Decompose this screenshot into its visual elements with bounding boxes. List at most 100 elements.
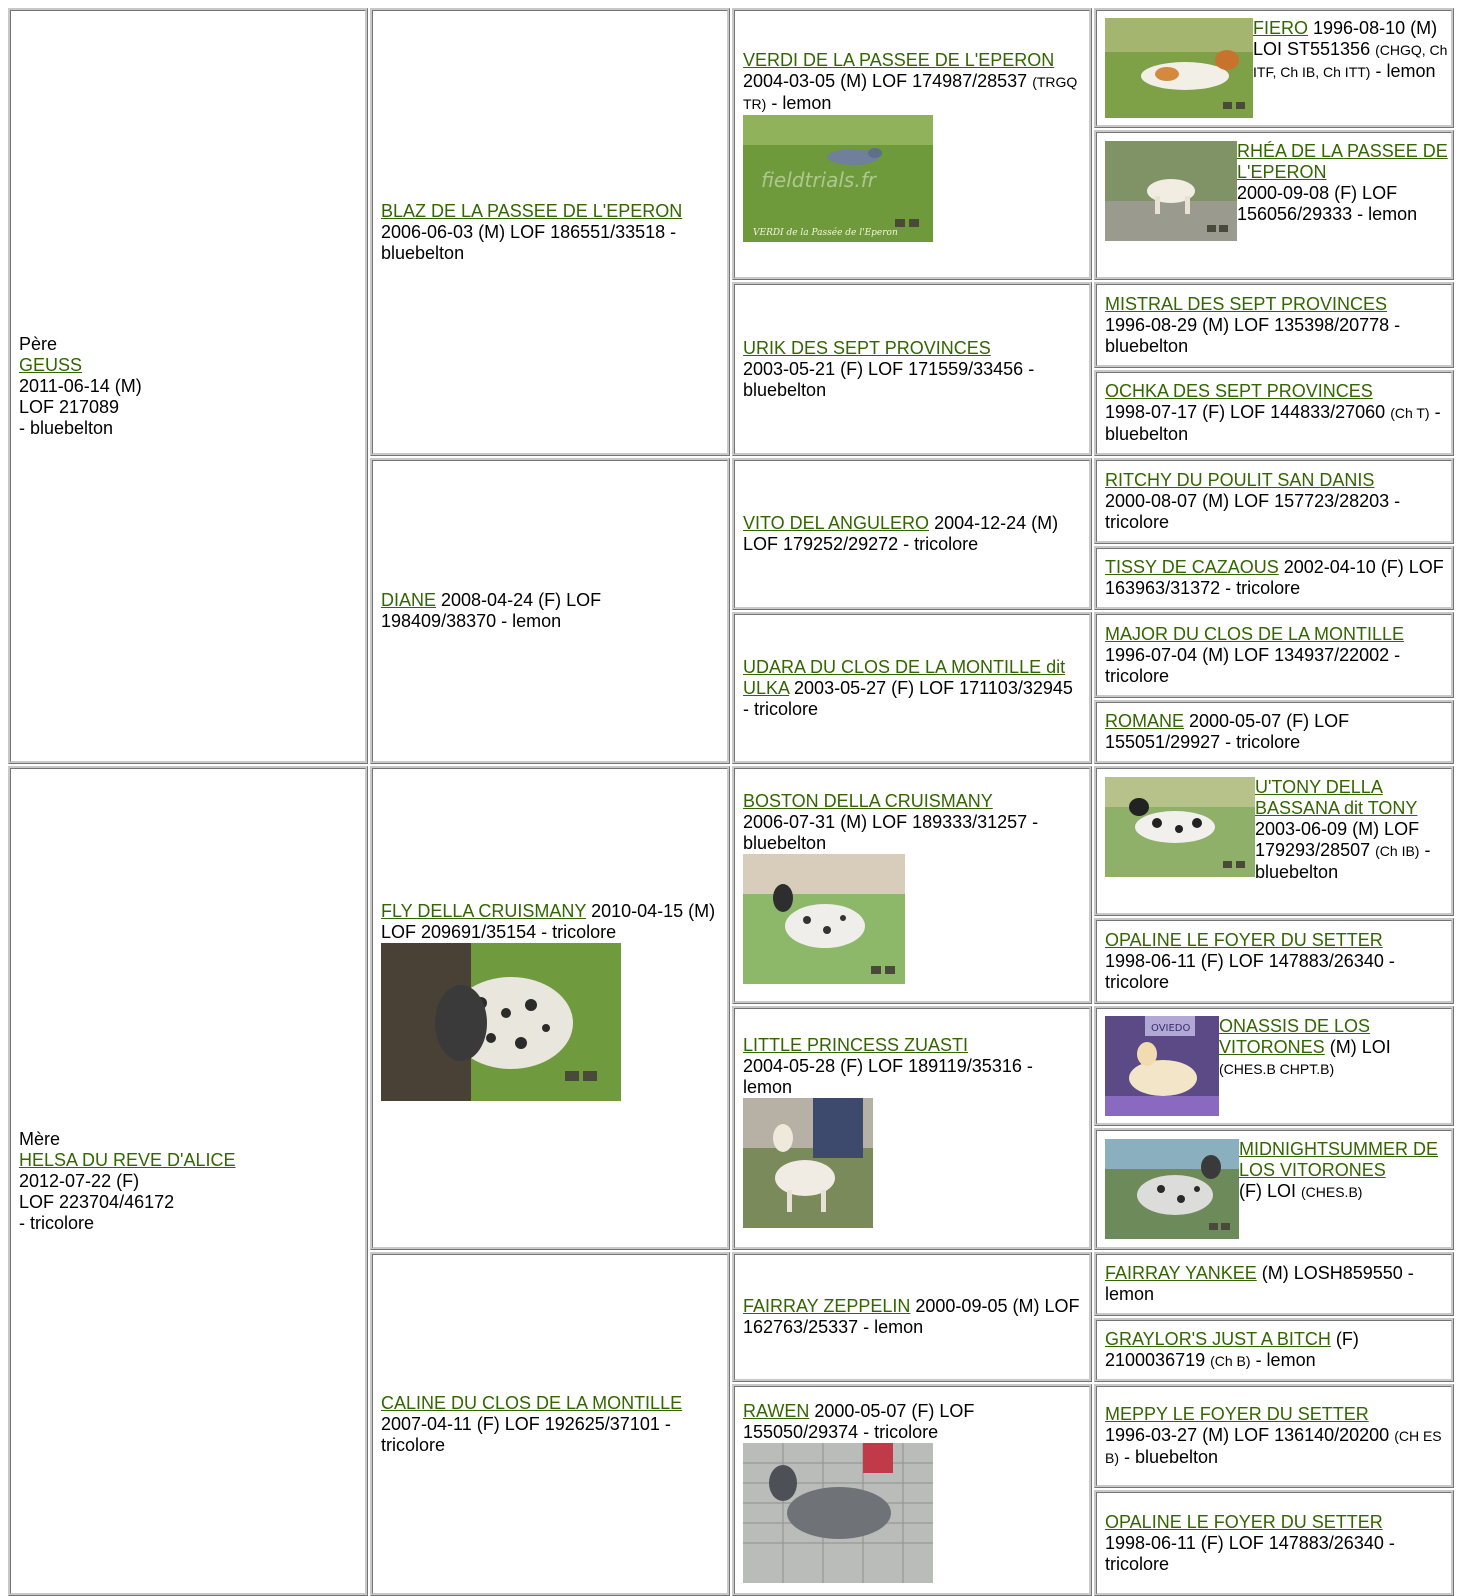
ds-father-name-link[interactable]: BOSTON DELLA CRUISMANY	[743, 791, 993, 811]
ssd-mother-cell: OCHKA DES SEPT PROVINCES 1998-07-17 (F) …	[1094, 370, 1454, 456]
sd-father-name-link[interactable]: VITO DEL ANGULERO	[743, 513, 930, 533]
dsd-mother-title: (CHES.B)	[1301, 1184, 1363, 1200]
dam-mother-name-link[interactable]: CALINE DU CLOS DE LA MONTILLE	[381, 1392, 683, 1413]
dd-mother-name-link[interactable]: RAWEN	[743, 1401, 810, 1421]
ssd-mother-title: (Ch T)	[1390, 405, 1430, 421]
ss-father-photo-caption: VERDI de la Passée de l'Eperon	[753, 227, 898, 238]
sdd-father-name-link[interactable]: MAJOR DU CLOS DE LA MONTILLE	[1105, 623, 1405, 644]
sire-cell: Père GEUSS 2011-06-14 (M) LOF 217089 - b…	[8, 8, 368, 764]
sds-father-name-link[interactable]: RITCHY DU POULIT SAN DANIS	[1105, 469, 1375, 490]
dsd-mother-info: (F) LOI	[1239, 1181, 1301, 1201]
sd-father-info: 2004-12-24 (M) LOF 179252/29272 - tricol…	[743, 513, 1059, 554]
dd-mother-photo[interactable]	[743, 1443, 933, 1583]
ss-father-photo[interactable]: fieldtrials.fr VERDI de la Passée de l'E…	[743, 115, 933, 242]
dam-father-photo[interactable]	[381, 943, 621, 1101]
sss-father-color: - lemon	[1370, 61, 1436, 81]
dss-father-color: - bluebelton	[1255, 840, 1431, 882]
dds-father-name-link[interactable]: FAIRRAY YANKEE	[1105, 1263, 1257, 1283]
dsd-mother-name-link[interactable]: MIDNIGHTSUMMER DE LOS VITORONES	[1239, 1139, 1438, 1180]
sds-mother-info: 2002-04-10 (F) LOF 163963/31372 - tricol…	[1105, 557, 1444, 598]
dam-father-info: 2010-04-15 (M) LOF 209691/35154 - tricol…	[381, 901, 716, 942]
dss-mother-cell: OPALINE LE FOYER DU SETTER 1998-06-11 (F…	[1094, 918, 1454, 1004]
ssd-father-name-link[interactable]: MISTRAL DES SEPT PROVINCES	[1105, 293, 1388, 314]
sss-father-name-link[interactable]: FIERO	[1253, 18, 1309, 38]
sire-role-label: Père	[19, 333, 58, 354]
ds-mother-name-link[interactable]: LITTLE PRINCESS ZUASTI	[743, 1035, 969, 1055]
sds-father-info: 2000-08-07 (M) LOF 157723/28203 - tricol…	[1105, 490, 1401, 532]
sss-father-info: 1996-08-10 (M) LOI ST551356	[1253, 18, 1438, 59]
dsd-father-title: (CHES.B CHPT.B)	[1219, 1061, 1335, 1077]
dam-father-name-link[interactable]: FLY DELLA CRUISMANY	[381, 901, 587, 921]
dam-role-label: Mère	[19, 1128, 61, 1149]
sire-color: - bluebelton	[19, 417, 114, 438]
dam-registry: LOF 223704/46172	[19, 1191, 175, 1212]
ss-mother-cell: URIK DES SEPT PROVINCES 2003-05-21 (F) L…	[732, 282, 1092, 456]
dds-mother-color: - lemon	[1250, 1349, 1316, 1370]
dsd-mother-cell: MIDNIGHTSUMMER DE LOS VITORONES (F) LOI …	[1094, 1128, 1454, 1250]
dss-father-photo[interactable]	[1105, 777, 1255, 877]
sss-mother-name-link[interactable]: RHÉA DE LA PASSEE DE L'EPERON	[1237, 141, 1448, 182]
ddd-father-color: - bluebelton	[1119, 1446, 1219, 1467]
dam-mother-info: 2007-04-11 (F) LOF 192625/37101 - tricol…	[381, 1413, 671, 1455]
sdd-mother-name-link[interactable]: ROMANE	[1105, 711, 1185, 731]
ds-mother-cell: LITTLE PRINCESS ZUASTI 2004-05-28 (F) LO…	[732, 1006, 1092, 1250]
sire-mother-info: 2008-04-24 (F) LOF 198409/38370 - lemon	[381, 590, 602, 631]
sss-mother-info: 2000-09-08 (F) LOF 156056/29333 - lemon	[1237, 183, 1418, 224]
ss-father-name-link[interactable]: VERDI DE LA PASSEE DE L'EPERON	[743, 50, 1055, 70]
ss-mother-name-link[interactable]: URIK DES SEPT PROVINCES	[743, 337, 991, 358]
dd-mother-info: 2000-05-07 (F) LOF 155050/29374 - tricol…	[743, 1401, 975, 1442]
sdd-mother-cell: ROMANE 2000-05-07 (F) LOF 155051/29927 -…	[1094, 700, 1454, 764]
dsd-father-name-link[interactable]: ONASSIS DE LOS VITORONES	[1219, 1016, 1371, 1057]
dam-name-link[interactable]: HELSA DU REVE D'ALICE	[19, 1149, 236, 1170]
sdd-father-cell: MAJOR DU CLOS DE LA MONTILLE 1996-07-04 …	[1094, 612, 1454, 698]
ds-father-cell: BOSTON DELLA CRUISMANY 2006-07-31 (M) LO…	[732, 766, 1092, 1004]
ddd-father-info: 1996-03-27 (M) LOF 136140/20200	[1105, 1424, 1395, 1445]
dam-father-cell: FLY DELLA CRUISMANY 2010-04-15 (M) LOF 2…	[370, 766, 730, 1250]
ddd-father-name-link[interactable]: MEPPY LE FOYER DU SETTER	[1105, 1403, 1369, 1424]
ddd-father-cell: MEPPY LE FOYER DU SETTER 1996-03-27 (M) …	[1094, 1384, 1454, 1488]
sss-father-title: (CHGQ, Ch ITF, Ch IB, Ch ITT)	[1253, 42, 1448, 80]
sd-mother-info: 2003-05-27 (F) LOF 171103/32945 - tricol…	[743, 677, 1073, 719]
sire-father-name-link[interactable]: BLAZ DE LA PASSEE DE L'EPERON	[381, 200, 683, 221]
dds-mother-name-link[interactable]: GRAYLOR'S JUST A BITCH	[1105, 1328, 1331, 1349]
dss-father-name-link[interactable]: U'TONY DELLA BASSANA dit TONY	[1255, 777, 1418, 818]
ddd-mother-info: 1998-06-11 (F) LOF 147883/26340 - tricol…	[1105, 1532, 1395, 1574]
sss-father-photo[interactable]	[1105, 18, 1253, 118]
sds-mother-name-link[interactable]: TISSY DE CAZAOUS	[1105, 557, 1279, 577]
ss-mother-info: 2003-05-21 (F) LOF 171559/33456 - bluebe…	[743, 358, 1035, 400]
sd-mother-cell: UDARA DU CLOS DE LA MONTILLE dit ULKA 20…	[732, 612, 1092, 764]
sd-mother-name-link[interactable]: UDARA DU CLOS DE LA MONTILLE dit ULKA	[743, 656, 1066, 698]
ss-father-info: 2004-03-05 (M) LOF 174987/28537	[743, 71, 1033, 91]
sss-mother-cell: RHÉA DE LA PASSEE DE L'EPERON 2000-09-08…	[1094, 130, 1454, 280]
dsd-father-photo-text: OVIEDO	[1151, 1023, 1191, 1034]
ddd-mother-cell: OPALINE LE FOYER DU SETTER 1998-06-11 (F…	[1094, 1490, 1454, 1596]
sire-mother-name-link[interactable]: DIANE	[381, 590, 437, 610]
dd-mother-cell: RAWEN 2000-05-07 (F) LOF 155050/29374 - …	[732, 1384, 1092, 1596]
ssd-father-info: 1996-08-29 (M) LOF 135398/20778 - bluebe…	[1105, 314, 1401, 356]
ss-father-cell: VERDI DE LA PASSEE DE L'EPERON 2004-03-0…	[732, 8, 1092, 280]
dd-father-name-link[interactable]: FAIRRAY ZEPPELIN	[743, 1296, 911, 1316]
dam-mother-cell: CALINE DU CLOS DE LA MONTILLE 2007-04-11…	[370, 1252, 730, 1596]
sire-birth: 2011-06-14 (M)	[19, 375, 142, 396]
dss-mother-name-link[interactable]: OPALINE LE FOYER DU SETTER	[1105, 929, 1383, 950]
sire-name-link[interactable]: GEUSS	[19, 354, 83, 375]
sire-registry: LOF 217089	[19, 396, 120, 417]
dds-father-info: (M) LOSH859550 - lemon	[1105, 1263, 1414, 1304]
dsd-father-cell: OVIEDO ONASSIS DE LOS VITORONES (M) LOI …	[1094, 1006, 1454, 1126]
sss-mother-photo[interactable]	[1105, 141, 1237, 241]
ds-father-photo[interactable]	[743, 854, 905, 984]
sss-father-cell: FIERO 1996-08-10 (M) LOI ST551356 (CHGQ,…	[1094, 8, 1454, 128]
dsd-mother-photo[interactable]	[1105, 1139, 1239, 1239]
dss-mother-info: 1998-06-11 (F) LOF 147883/26340 - tricol…	[1105, 950, 1395, 992]
dsd-father-photo[interactable]: OVIEDO	[1105, 1016, 1219, 1116]
dd-father-cell: FAIRRAY ZEPPELIN 2000-09-05 (M) LOF 1627…	[732, 1252, 1092, 1382]
sire-father-info: 2006-06-03 (M) LOF 186551/33518 - bluebe…	[381, 221, 677, 263]
ssd-mother-color: - bluebelton	[1105, 402, 1441, 444]
ssd-mother-name-link[interactable]: OCHKA DES SEPT PROVINCES	[1105, 381, 1373, 401]
ddd-mother-name-link[interactable]: OPALINE LE FOYER DU SETTER	[1105, 1511, 1383, 1532]
ssd-father-cell: MISTRAL DES SEPT PROVINCES 1996-08-29 (M…	[1094, 282, 1454, 368]
ddd-father-title: (CH ES B)	[1105, 1427, 1442, 1466]
ds-mother-photo[interactable]	[743, 1098, 873, 1228]
dds-mother-cell: GRAYLOR'S JUST A BITCH (F) 2100036719 (C…	[1094, 1318, 1454, 1382]
dsd-father-info: (M) LOI	[1324, 1037, 1391, 1057]
